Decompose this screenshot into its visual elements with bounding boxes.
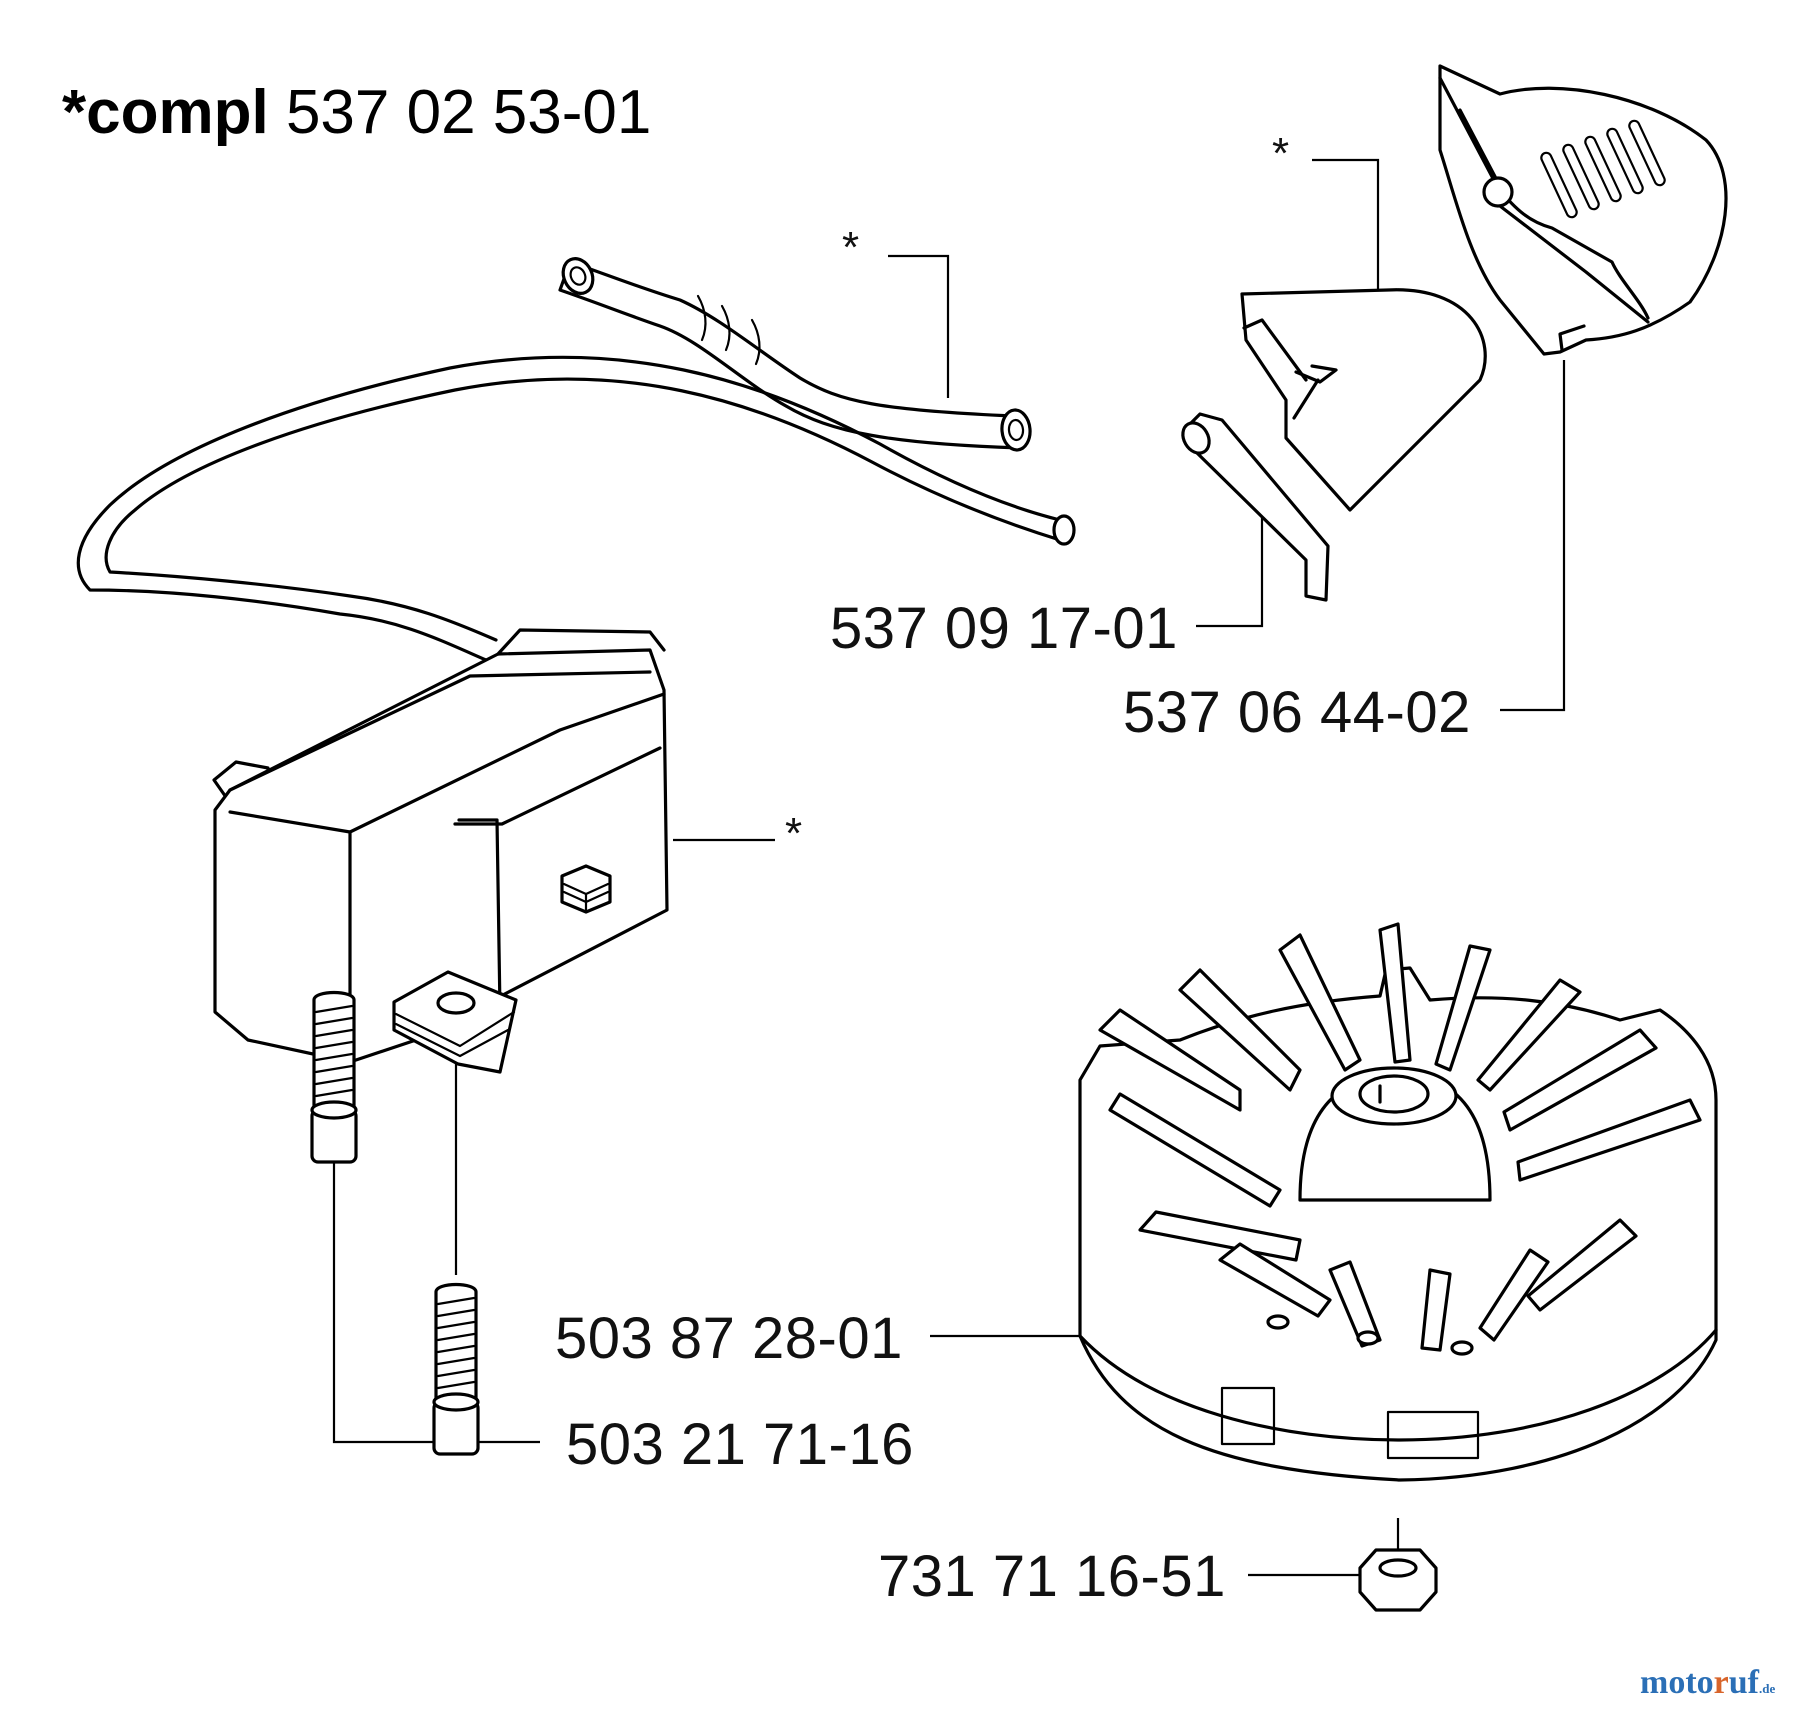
flywheel-magnet-2 — [1386, 1410, 1480, 1460]
filter-plate — [1240, 288, 1487, 512]
part-label-nut: 731 71 16-51 — [878, 1544, 1226, 1609]
leader-lever — [1196, 515, 1264, 628]
filter-lever — [1181, 412, 1330, 602]
screw-right — [432, 1282, 480, 1456]
ignition-wire — [76, 355, 1076, 662]
part-label-screws: 503 21 71-16 — [566, 1412, 914, 1477]
part-label-flywheel: 503 87 28-01 — [555, 1306, 903, 1371]
watermark-part2: r — [1713, 1664, 1729, 1701]
watermark-part1: moto — [1640, 1664, 1714, 1701]
kit-marker-ignition: * — [785, 809, 803, 858]
kit-marker-hose: * — [842, 223, 860, 272]
kit-marker-filter: * — [1272, 129, 1290, 178]
filter-cover — [1438, 64, 1728, 356]
flywheel — [1078, 922, 1718, 1482]
leader-filter — [1312, 158, 1380, 292]
leader-hose — [888, 254, 950, 398]
kit-heading-prefix: *compl — [62, 78, 269, 147]
screw-left — [310, 990, 358, 1164]
cover-vents — [1540, 119, 1666, 219]
fuel-hose — [558, 257, 1032, 452]
flywheel-fins — [1098, 922, 1702, 1352]
part-label-filter-lever: 537 09 17-01 — [830, 596, 1178, 661]
leader-cover — [1500, 360, 1566, 712]
watermark-part3: uf — [1728, 1664, 1759, 1701]
nut — [1358, 1548, 1438, 1612]
ignition-module — [212, 628, 669, 1074]
watermark-suffix: .de — [1758, 1681, 1776, 1696]
flywheel-magnet-1 — [1220, 1386, 1276, 1446]
watermark-logo: motoruf.de — [1640, 1666, 1775, 1700]
kit-heading-number: 537 02 53-01 — [285, 78, 652, 147]
kit-heading: *compl 537 02 53-01 — [62, 82, 651, 144]
part-label-cover: 537 06 44-02 — [1123, 680, 1471, 745]
